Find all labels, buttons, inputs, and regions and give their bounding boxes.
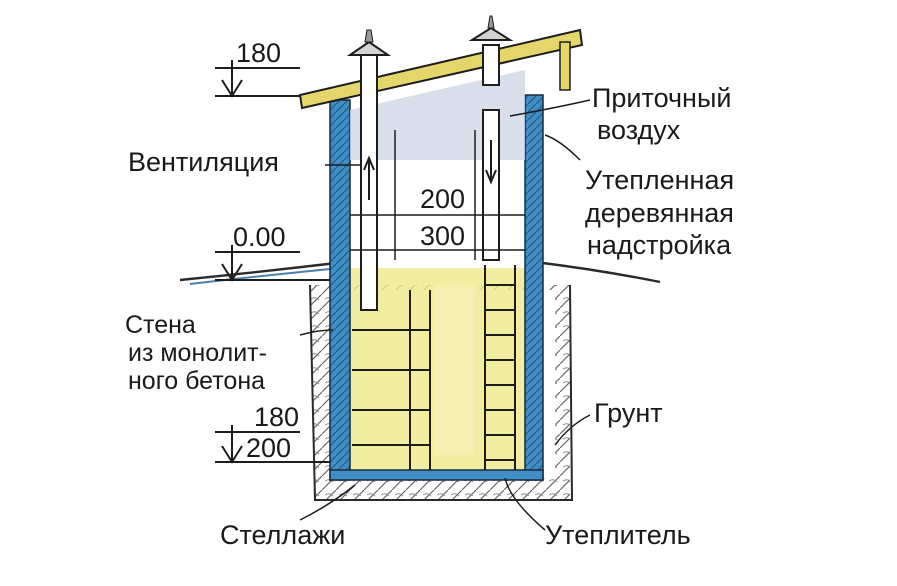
- level-marker-bottom: [215, 425, 330, 464]
- floor-slab: [329, 469, 544, 481]
- label-ventilation: Вентиляция: [128, 147, 279, 177]
- level-marker-ground: [215, 245, 330, 282]
- level-top-label: 180: [236, 38, 282, 68]
- shelves: [352, 290, 431, 470]
- dimension-lower: 300: [420, 221, 466, 251]
- soil-outline: [309, 284, 574, 501]
- label-wall-1: Стена: [125, 311, 196, 339]
- label-soil: Грунт: [594, 398, 663, 428]
- label-insulation: Утеплитель: [545, 520, 691, 550]
- level-bottom-top-label: 180: [254, 402, 300, 432]
- wall-left: [329, 99, 351, 481]
- leader-lines: [299, 99, 591, 531]
- label-shelves: Стеллажи: [220, 520, 346, 550]
- supply-pipe: [482, 109, 500, 261]
- wall-right: [524, 94, 544, 481]
- ladder: [484, 265, 516, 470]
- dimension-lines: [350, 130, 525, 260]
- level-marker-top: [215, 60, 300, 98]
- label-superstructure-1: Утепленная: [585, 165, 735, 195]
- superstructure-interior: [350, 70, 525, 160]
- ground-line: [179, 260, 661, 284]
- label-superstructure-3: надстройка: [587, 230, 732, 260]
- label-wall-2: из монолит-: [128, 339, 267, 367]
- level-ground-label: 0.00: [233, 222, 286, 252]
- dimension-upper: 200: [420, 184, 466, 214]
- label-supply-air-2: воздух: [597, 115, 681, 145]
- level-bottom-bottom-label: 200: [246, 433, 292, 463]
- label-supply-air-1: Приточный: [592, 83, 732, 113]
- label-superstructure-2: деревянная: [585, 198, 734, 228]
- label-wall-3: ного бетона: [128, 367, 266, 395]
